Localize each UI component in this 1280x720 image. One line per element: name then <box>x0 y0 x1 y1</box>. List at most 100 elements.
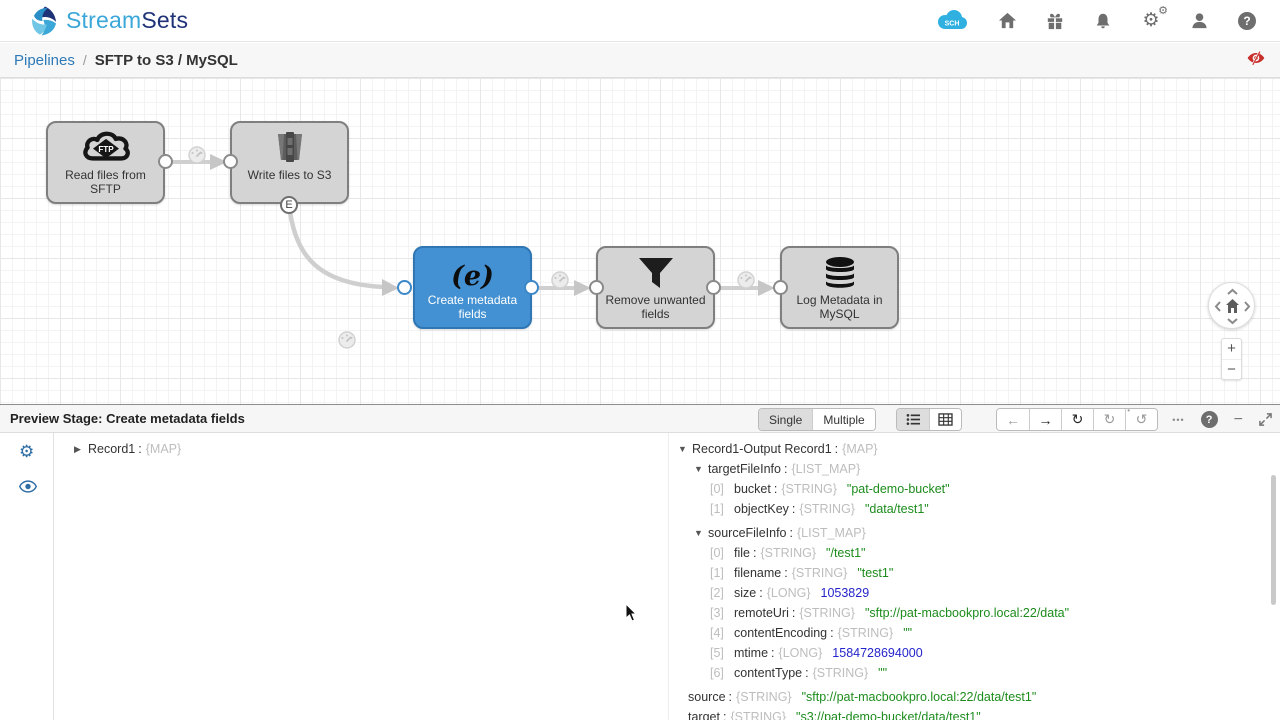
field-value: "sftp://pat-macbookpro.local:22/data" <box>864 606 1070 620</box>
preview-title: Preview Stage: Create metadata fields <box>10 411 245 426</box>
pan-left-chevron <box>1214 301 1221 312</box>
expression-evaluator-icon: (e) <box>451 261 494 292</box>
stage-remove-unwanted-fields[interactable]: Remove unwanted fields <box>596 246 715 329</box>
scrollbar-thumb[interactable] <box>1271 475 1276 605</box>
notifications-bell-icon[interactable] <box>1092 10 1114 32</box>
event-port[interactable]: E <box>280 196 298 214</box>
field-value: 1584728694000 <box>832 646 923 660</box>
view-toggle <box>896 408 962 431</box>
funnel-filter-icon <box>636 248 676 290</box>
input-record-row[interactable]: ▶ Record1 : {MAP} <box>74 442 182 456</box>
stage-write-files-to-s3[interactable]: Write files to S3 <box>230 121 349 204</box>
home-icon[interactable] <box>996 10 1018 32</box>
streamsets-logo-icon <box>32 6 57 35</box>
record-field-row[interactable]: [5]mtime:{LONG}1584728694000 <box>710 646 923 660</box>
streamsets-logo[interactable]: StreamSets <box>28 4 188 38</box>
pan-home-icon <box>1226 299 1239 313</box>
field-name: sourceFileInfo <box>708 526 787 540</box>
record-field-row[interactable]: ▼targetFileInfo:{LIST_MAP} <box>694 462 861 476</box>
app-header: StreamSets SCH ⚙⚙ ? <box>0 0 1280 42</box>
canvas-zoom-controls: + − <box>1221 338 1242 380</box>
breadcrumb-pipelines-link[interactable]: Pipelines <box>14 51 75 69</box>
field-value: "sftp://pat-macbookpro.local:22/data/tes… <box>801 690 1037 704</box>
cloud-icon: SCH <box>938 9 967 29</box>
record-field-row[interactable]: [0]file:{STRING}"/test1" <box>710 546 866 560</box>
output-port[interactable] <box>158 154 173 169</box>
single-mode-button[interactable]: Single <box>759 409 813 430</box>
preview-panel-header: Preview Stage: Create metadata fields Si… <box>0 404 1280 433</box>
field-name: file <box>734 546 750 560</box>
record-field-row[interactable]: [2]size:{LONG}1053829 <box>710 586 870 600</box>
stage-read-files-from-sftp[interactable]: FTP Read files from SFTP <box>46 121 165 204</box>
pipeline-canvas[interactable]: FTP Read files from SFTP Write files to … <box>0 78 1280 404</box>
record-field-row[interactable]: [3]remoteUri:{STRING}"sftp://pat-macbook… <box>710 606 1070 620</box>
settings-gears-icon[interactable]: ⚙⚙ <box>1142 4 1168 31</box>
field-index: [6] <box>710 666 724 680</box>
record-field-row[interactable]: ▼sourceFileInfo:{LIST_MAP} <box>694 526 866 540</box>
field-value: "data/test1" <box>864 502 929 516</box>
input-port[interactable] <box>223 154 238 169</box>
help-icon[interactable]: ? <box>1236 10 1258 32</box>
preview-settings-gear-icon[interactable]: ⚙ <box>19 442 35 461</box>
field-type: {LONG} <box>778 646 823 660</box>
output-port[interactable] <box>706 280 721 295</box>
preview-visibility-eye-icon[interactable] <box>18 479 38 497</box>
stage-label: Write files to S3 <box>247 168 332 182</box>
expand-panel-icon[interactable] <box>1259 413 1272 426</box>
field-name: remoteUri <box>734 606 789 620</box>
rerun-preview-icon[interactable]: ↻ <box>1061 409 1093 430</box>
field-value: "" <box>903 626 913 640</box>
field-index: [3] <box>710 606 724 620</box>
expand-arrow-icon[interactable]: ▼ <box>678 444 687 454</box>
record-field-row[interactable]: source:{STRING}"sftp://pat-macbookpro.lo… <box>688 690 1037 704</box>
stage-create-metadata-fields[interactable]: (e) Create metadata fields <box>413 246 532 329</box>
record-field-row[interactable]: [4]contentEncoding:{STRING}"" <box>710 626 913 640</box>
stage-label: Read files from SFTP <box>65 168 146 196</box>
list-view-icon[interactable] <box>897 409 929 430</box>
sch-cloud-badge[interactable]: SCH <box>934 9 970 33</box>
validation-error-icon[interactable] <box>1246 48 1266 73</box>
account-user-icon[interactable] <box>1188 10 1210 32</box>
output-port[interactable] <box>524 280 539 295</box>
field-type: {STRING} <box>760 546 817 560</box>
field-type: {LIST_MAP} <box>797 526 866 540</box>
field-name: mtime <box>734 646 769 660</box>
field-type: {LONG} <box>766 586 811 600</box>
record-field-row[interactable]: target:{STRING}"s3://pat-demo-bucket/dat… <box>670 707 1280 720</box>
field-value: "s3://pat-demo-bucket/data/test1" <box>796 710 981 720</box>
stage-label: Remove unwanted fields <box>605 293 706 321</box>
previous-stage-arrow-icon[interactable]: ← <box>997 409 1029 430</box>
refresh-preview-icon[interactable]: ↻ <box>1093 409 1130 430</box>
zoom-in-button[interactable]: + <box>1227 340 1236 358</box>
input-port[interactable] <box>589 280 604 295</box>
field-value: "/test1" <box>826 546 866 560</box>
output-record-pane: ▼Record1-Output Record1:{MAP} ▼targetFile… <box>670 433 1280 720</box>
expand-arrow-icon[interactable]: ▼ <box>694 464 703 474</box>
record-field-row[interactable]: ▼Record1-Output Record1:{MAP} <box>678 442 878 456</box>
next-stage-arrow-icon[interactable]: → <box>1029 409 1061 430</box>
field-type: {STRING} <box>812 666 869 680</box>
multiple-mode-button[interactable]: Multiple <box>812 409 875 430</box>
more-options-icon[interactable]: ••• <box>1172 414 1185 425</box>
collapse-arrow-icon[interactable]: ▶ <box>74 443 81 454</box>
gift-icon[interactable] <box>1044 10 1066 32</box>
input-port[interactable] <box>773 280 788 295</box>
zoom-out-button[interactable]: − <box>1222 358 1241 380</box>
field-name: source <box>688 690 726 704</box>
input-record-pane: ▶ Record1 : {MAP} <box>54 433 669 720</box>
expand-arrow-icon[interactable]: ▼ <box>694 528 703 538</box>
record-field-row[interactable]: [1]objectKey:{STRING}"data/test1" <box>710 502 929 516</box>
stage-label: Log Metadata in MySQL <box>796 293 883 321</box>
preview-side-toolbar: ⚙ <box>0 433 54 720</box>
stage-log-metadata-in-mysql[interactable]: Log Metadata in MySQL <box>780 246 899 329</box>
minimize-panel-icon[interactable]: − <box>1233 410 1243 428</box>
revert-changes-icon[interactable]: ↺ <box>1125 409 1157 430</box>
input-port[interactable] <box>397 280 412 295</box>
record-field-row[interactable]: [1]filename:{STRING}"test1" <box>710 566 894 580</box>
table-view-icon[interactable] <box>929 409 961 430</box>
record-field-row[interactable]: [6]contentType:{STRING}"" <box>710 666 888 680</box>
preview-help-icon[interactable]: ? <box>1200 411 1218 428</box>
record-field-row[interactable]: [0]bucket:{STRING}"pat-demo-bucket" <box>710 482 950 496</box>
canvas-pan-control[interactable] <box>1208 282 1255 329</box>
field-value: "test1" <box>857 566 894 580</box>
